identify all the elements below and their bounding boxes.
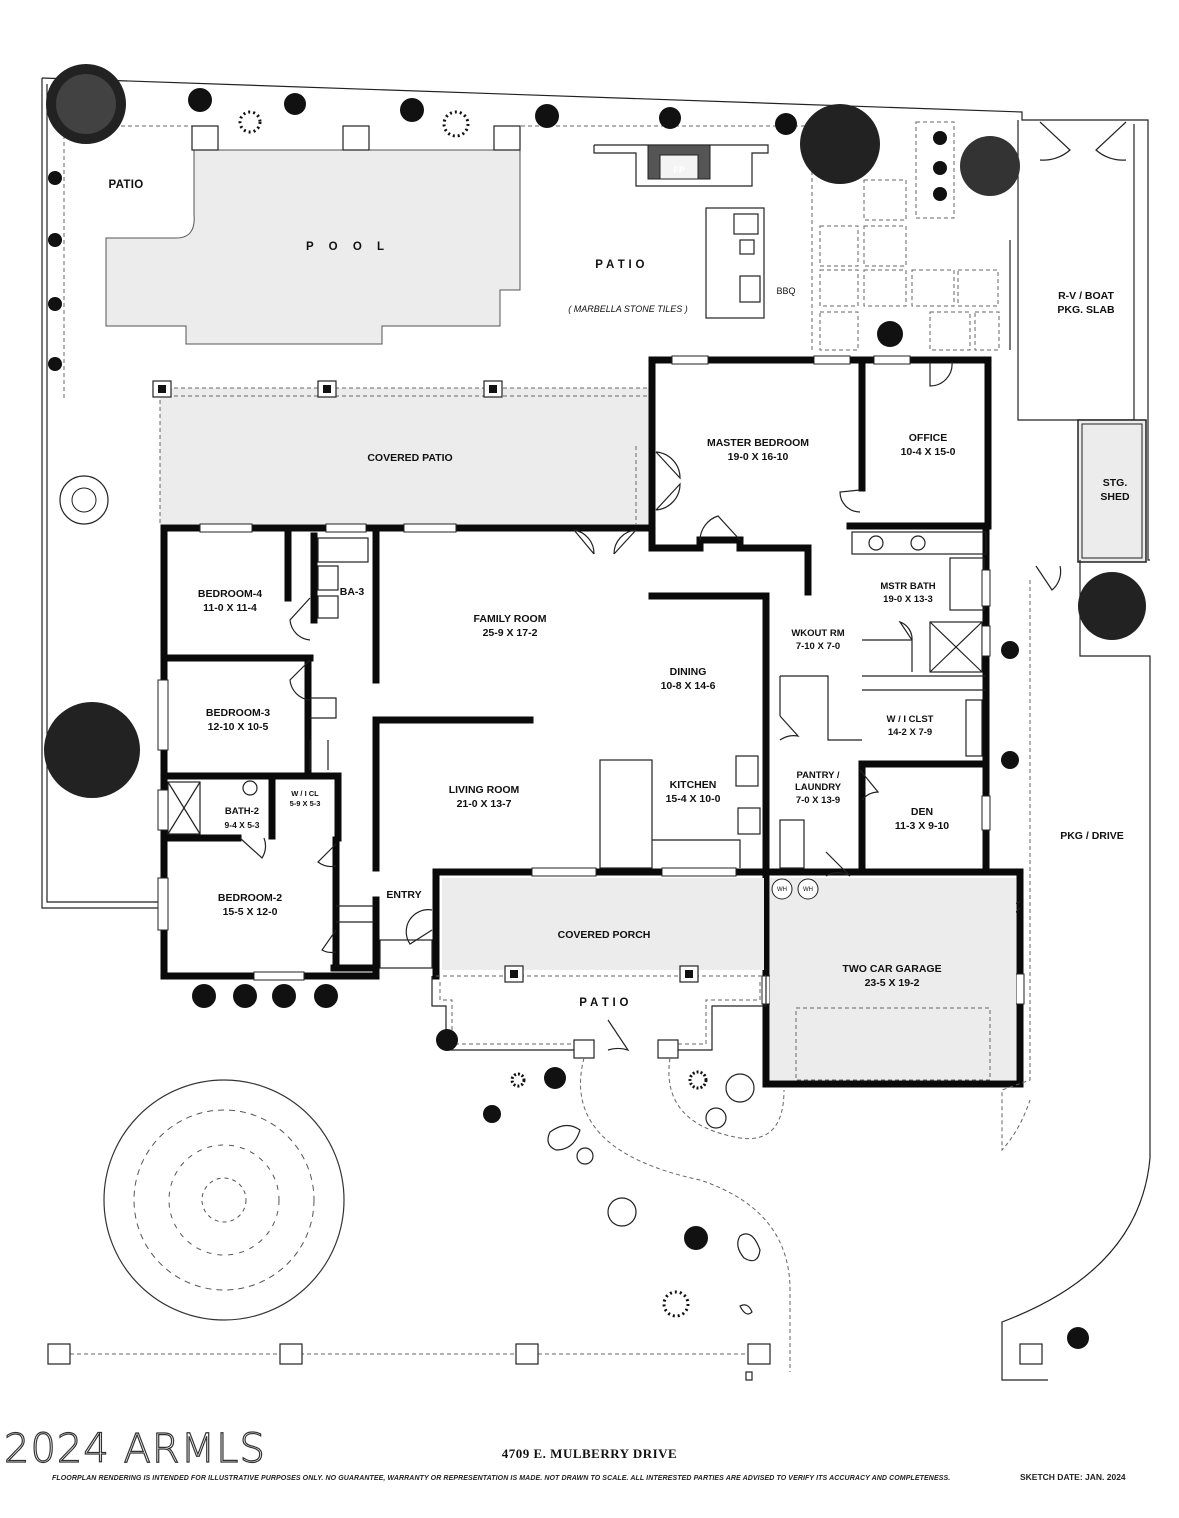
bbq-grill (739, 275, 761, 303)
wi-clst-name: W / I CLST (887, 714, 934, 725)
covered-porch-slab (442, 878, 764, 970)
pantry-dims: 7-0 X 13-9 (796, 795, 840, 806)
lot-boundary (41, 77, 1150, 561)
patio-main-label: P A T I O (595, 259, 645, 271)
patio-note: ( MARBELLA STONE TILES ) (568, 304, 688, 314)
pool-coping-3 (493, 125, 521, 151)
stone-tiles (819, 121, 1000, 351)
stg-shed-label-2: SHED (1100, 491, 1130, 503)
bbq-burner (739, 239, 755, 255)
wi-cl-2-name: W / I CL (291, 789, 319, 798)
kitchen-name: KITCHEN (670, 779, 717, 791)
wi-cl-2-dims: 5-9 X 5-3 (290, 799, 321, 808)
bedroom-2-name: BEDROOM-2 (218, 892, 282, 904)
rv-slab-outline (1017, 120, 1135, 421)
rv-slab-label-2: PKG. SLAB (1057, 304, 1115, 316)
interior-details (167, 531, 987, 969)
stepping-stone (547, 1124, 581, 1151)
living-room-name: LIVING ROOM (449, 784, 520, 796)
covered-patio-label: COVERED PATIO (367, 452, 452, 464)
bath-2-name: BATH-2 (225, 806, 259, 817)
patio-nw-label: PATIO (109, 179, 144, 191)
fireplace-hearth (593, 144, 769, 187)
wi-clst-dims: 14-2 X 7-9 (888, 727, 932, 738)
pkg-drive-label: PKG / DRIVE (1060, 830, 1124, 842)
kitchen-dims: 15-4 X 10-0 (666, 793, 721, 805)
covered-patio-slab (160, 388, 650, 524)
bath-2-dims: 9-4 X 5-3 (225, 820, 260, 830)
office-dims: 10-4 X 15-0 (901, 446, 956, 458)
dining-name: DINING (670, 666, 707, 678)
pool-shape (105, 149, 521, 345)
bbq-counter (705, 207, 765, 319)
bedroom-2-dims: 15-5 X 12-0 (223, 906, 278, 918)
shrubs (48, 88, 1089, 1349)
pantry-name-2: LAUNDRY (795, 782, 842, 793)
garage-slab (770, 878, 1016, 1080)
family-room-name: FAMILY ROOM (474, 613, 547, 625)
den-dims: 11-3 X 9-10 (895, 820, 949, 832)
pool-coping-1 (191, 125, 219, 151)
master-bedroom-dims: 19-0 X 16-10 (728, 451, 789, 463)
mstr-bath-name: MSTR BATH (880, 581, 935, 592)
water-heater-1 (771, 878, 793, 900)
garage-name: TWO CAR GARAGE (842, 963, 941, 975)
water-heater-2 (797, 878, 819, 900)
dining-dims: 10-8 X 14-6 (661, 680, 716, 692)
stg-shed-label-1: STG. (1103, 477, 1128, 489)
pool-coping-2 (342, 125, 370, 151)
trees (44, 64, 1146, 1321)
family-room-dims: 25-9 X 17-2 (483, 627, 538, 639)
wh-label-2: WH (803, 887, 813, 893)
mstr-bath-dims: 19-0 X 13-3 (883, 594, 933, 605)
storage-shed (1077, 419, 1147, 563)
bbq-label: BBQ (776, 286, 795, 296)
entry-label: ENTRY (386, 889, 421, 901)
bbq-sink (733, 213, 759, 235)
den-name: DEN (911, 806, 933, 818)
pool-label: P O O L (306, 241, 390, 253)
wkout-rm-dims: 7-10 X 7-0 (796, 641, 840, 652)
fireplace-opening (659, 154, 699, 180)
garage-dims: 23-5 X 19-2 (865, 977, 920, 989)
pantry-name-1: PANTRY / (796, 770, 839, 781)
ba-3-name: BA-3 (340, 586, 365, 598)
watermark: 2024 ARMLS (3, 1425, 266, 1472)
bedroom-3-dims: 12-10 X 10-5 (208, 721, 269, 733)
covered-porch-label: COVERED PORCH (558, 929, 651, 941)
master-bedroom-name: MASTER BEDROOM (707, 437, 809, 449)
office-name: OFFICE (909, 432, 948, 444)
wh-label-1: WH (777, 887, 787, 893)
living-room-dims: 21-0 X 13-7 (457, 798, 512, 810)
wkout-rm-name: WKOUT RM (791, 628, 844, 639)
front-patio-label: P A T I O (579, 997, 629, 1009)
property-address: 4709 E. MULBERRY DRIVE (501, 1446, 678, 1461)
lot-boundary-inner-west (46, 84, 160, 903)
disclaimer: FLOORPLAN RENDERING IS INTENDED FOR ILLU… (52, 1475, 951, 1482)
front-patio-outline (431, 976, 574, 1051)
sketch-date: SKETCH DATE: JAN. 2024 (1020, 1472, 1126, 1482)
bedroom-4-name: BEDROOM-4 (198, 588, 262, 600)
lot-boundary-west (41, 78, 160, 909)
drive-edge (1001, 560, 1151, 1381)
fireplace-label: FP (673, 165, 685, 175)
rv-slab-label-1: R-V / BOAT (1058, 290, 1114, 302)
bedroom-4-dims: 11-0 X 11-4 (203, 602, 257, 614)
walkway-arc-1 (580, 1057, 791, 1372)
bedroom-3-name: BEDROOM-3 (206, 707, 270, 719)
